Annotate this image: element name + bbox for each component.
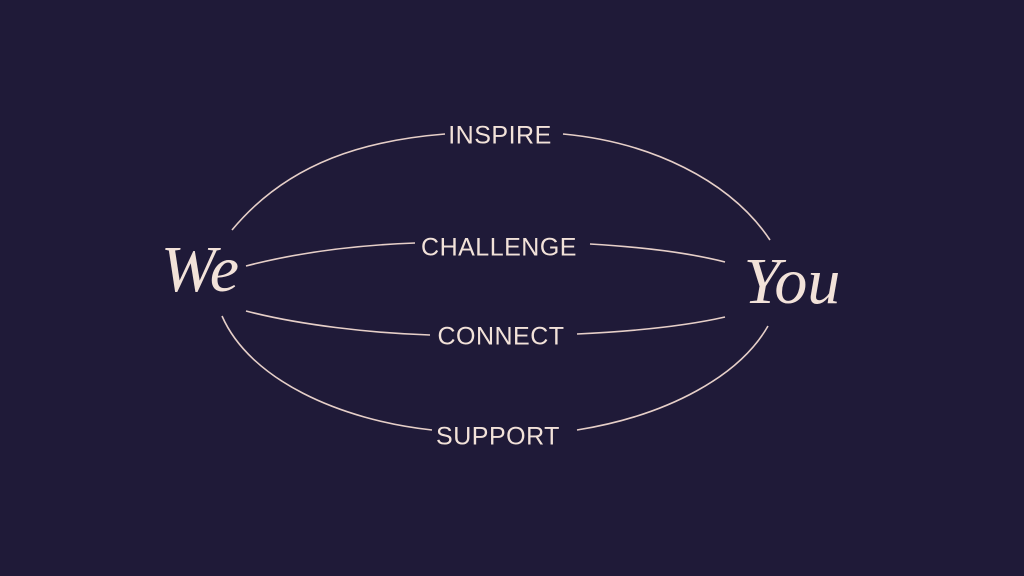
inspire-label: INSPIRE xyxy=(448,121,552,150)
support-label: SUPPORT xyxy=(436,422,560,451)
inspire-line-left xyxy=(231,133,446,231)
connect-line-right xyxy=(576,316,726,335)
inspire-line-right xyxy=(562,133,771,241)
connect-line-left xyxy=(245,310,431,336)
you-label: You xyxy=(743,245,841,318)
connect-label: CONNECT xyxy=(437,322,565,351)
challenge-line-right xyxy=(589,243,726,263)
challenge-label: CHALLENGE xyxy=(421,233,577,262)
challenge-line-left xyxy=(245,242,416,267)
support-line-right xyxy=(576,325,769,431)
support-line-left xyxy=(221,315,433,431)
we-label: We xyxy=(160,233,240,306)
